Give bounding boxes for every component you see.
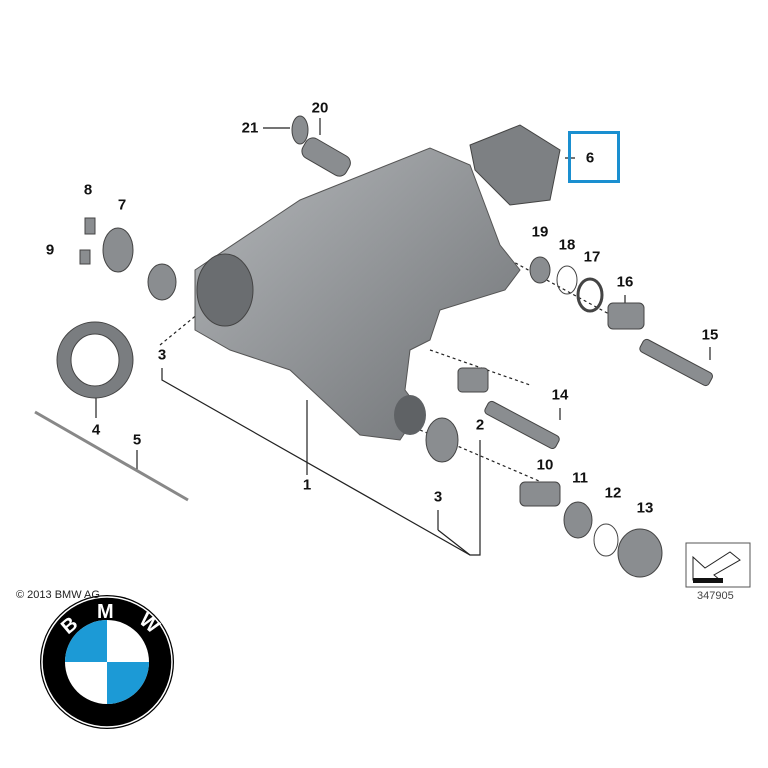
reference-number: 347905	[697, 590, 734, 602]
callout-16[interactable]: 16	[616, 273, 634, 291]
callout-4[interactable]: 4	[91, 421, 101, 439]
callout-11[interactable]: 11	[572, 469, 588, 487]
callout-10[interactable]: 10	[536, 456, 554, 474]
callout-8[interactable]: 8	[83, 181, 93, 199]
highlight-box	[568, 131, 620, 183]
callout-3-upper[interactable]: 3	[157, 346, 167, 364]
svg-text:M: M	[97, 601, 114, 623]
callout-13[interactable]: 13	[636, 499, 654, 517]
parts	[34, 115, 713, 578]
callout-17[interactable]: 17	[583, 248, 601, 266]
callout-14[interactable]: 14	[551, 386, 569, 404]
callout-19[interactable]: 19	[531, 223, 549, 241]
swingarm	[194, 147, 521, 441]
callout-21[interactable]: 21	[241, 119, 259, 137]
callout-3-lower[interactable]: 3	[433, 488, 443, 506]
callout-12[interactable]: 12	[604, 484, 622, 502]
callout-2[interactable]: 2	[475, 416, 485, 434]
swingarm-lower-bore	[394, 395, 426, 435]
callout-18[interactable]: 18	[558, 236, 576, 254]
callout-6[interactable]: 6	[585, 149, 595, 167]
callout-9[interactable]: 9	[45, 241, 55, 259]
swingarm-bearing-bore	[196, 253, 254, 327]
copyright-text: © 2013 BMW AG	[16, 589, 100, 601]
callout-7[interactable]: 7	[117, 196, 127, 214]
callout-1[interactable]: 1	[302, 476, 312, 494]
bmw-logo: B M W	[40, 595, 174, 729]
callout-15[interactable]: 15	[701, 326, 719, 344]
callout-20[interactable]: 20	[311, 99, 329, 117]
callout-5[interactable]: 5	[132, 431, 142, 449]
